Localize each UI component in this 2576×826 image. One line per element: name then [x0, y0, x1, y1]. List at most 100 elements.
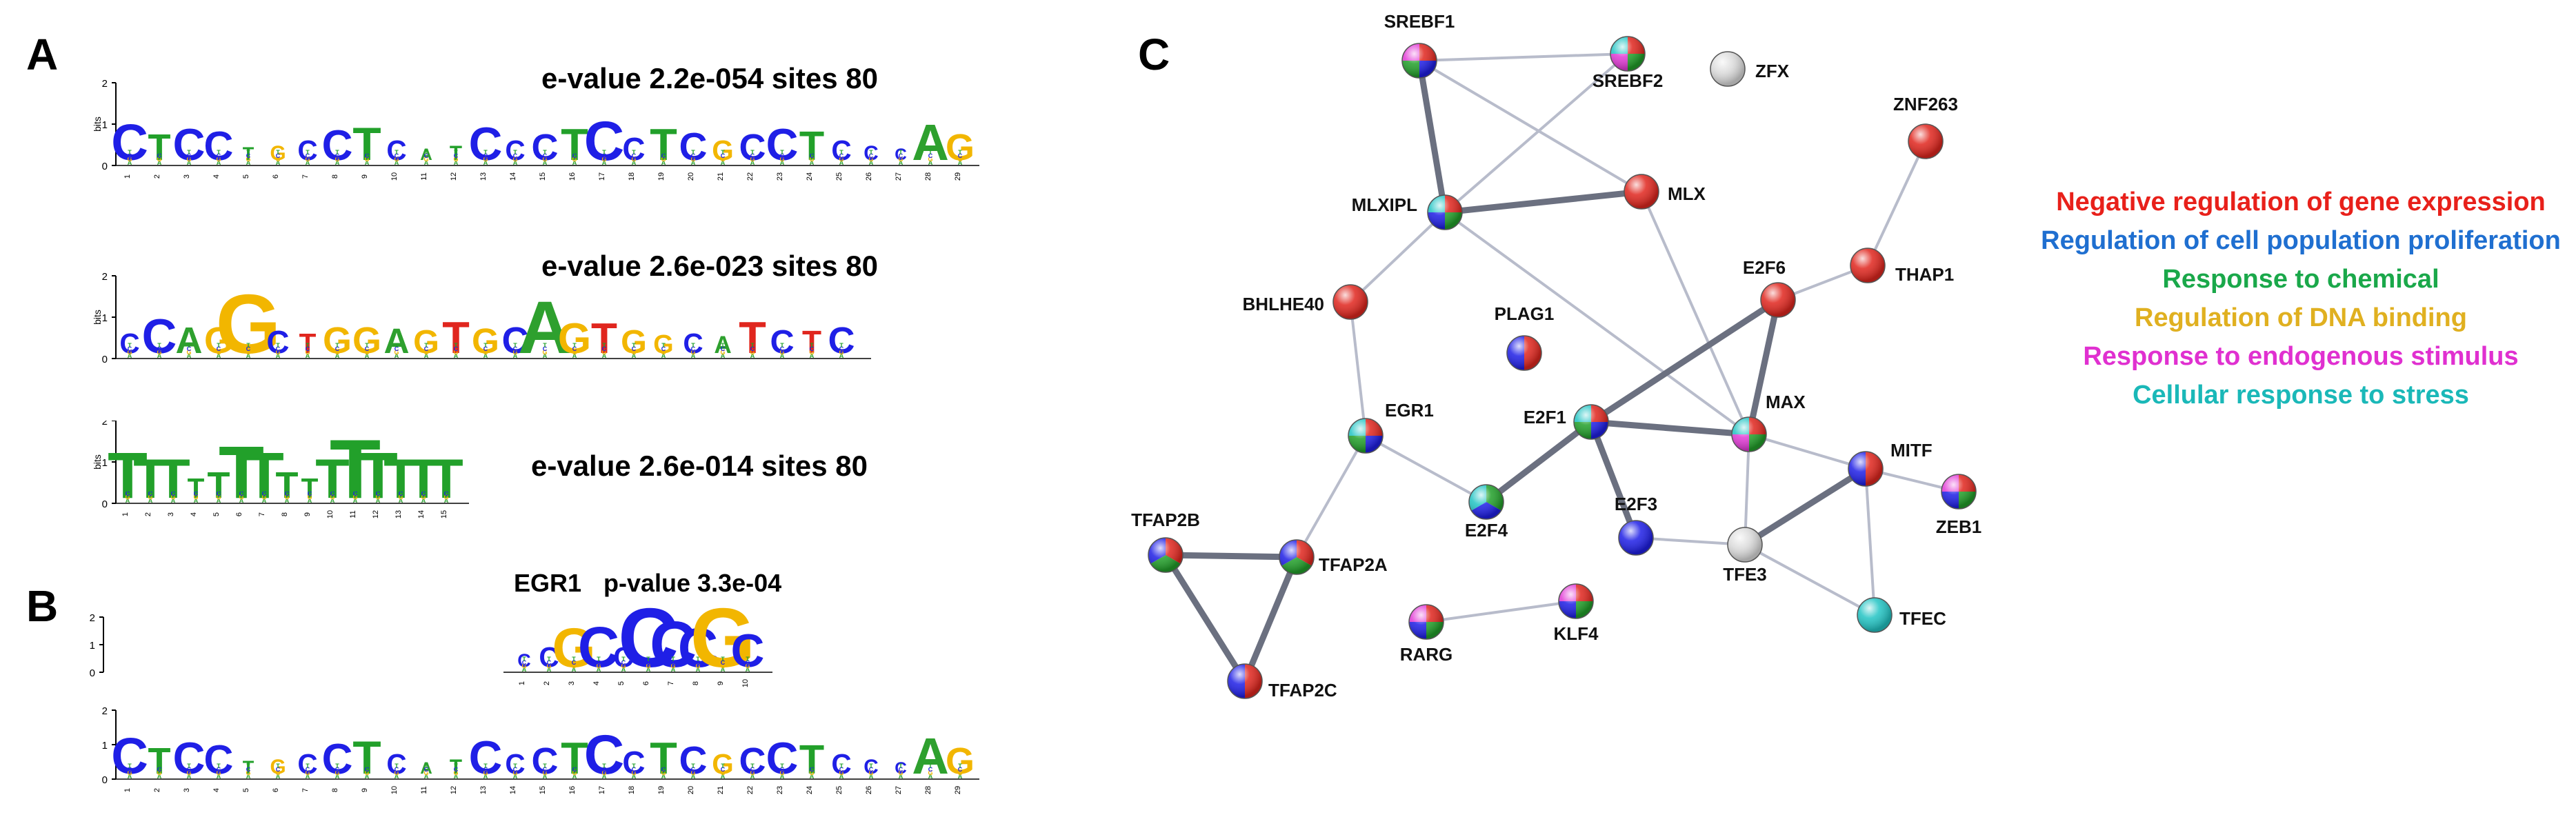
logo-letter: T	[188, 472, 205, 504]
logo-minor-letter: C	[128, 766, 132, 773]
logo-minor-letter: T	[513, 342, 517, 349]
node-label: E2F4	[1465, 520, 1508, 541]
logo-minor-letter: G	[809, 769, 814, 776]
logo-minor-letter: C	[395, 345, 399, 352]
network-node[interactable]	[1227, 663, 1263, 699]
logo-minor-letter: T	[330, 487, 335, 494]
network-node[interactable]	[1408, 604, 1444, 640]
network-node[interactable]	[1908, 123, 1944, 159]
logo-minor-letter: G	[423, 349, 428, 356]
logo-position: 4	[212, 788, 221, 792]
network-node[interactable]	[1731, 416, 1767, 452]
network-node[interactable]	[1332, 284, 1368, 320]
logo-letter: T	[383, 448, 417, 510]
logo-minor-letter: G	[898, 156, 903, 163]
logo-letter: G	[946, 127, 975, 168]
logo-position: 11	[420, 172, 428, 180]
network-node[interactable]	[1558, 583, 1594, 619]
logo-minor-letter: A	[696, 666, 701, 673]
logo-position: 8	[331, 174, 339, 179]
node-outline	[1710, 51, 1746, 87]
logo-minor-letter: C	[148, 490, 153, 497]
logo-minor-letter: G	[571, 663, 576, 669]
logo-minor-letter: T	[869, 149, 873, 156]
logo-minor-letter: T	[157, 342, 161, 349]
logo-minor-letter: C	[187, 345, 192, 352]
logo-minor-letter: G	[483, 156, 488, 163]
logo-minor-letter: T	[157, 149, 161, 156]
logo-minor-letter: A	[780, 773, 785, 780]
network-node[interactable]	[1727, 527, 1763, 563]
network-node[interactable]	[1610, 36, 1646, 72]
logo-letter: C	[739, 127, 766, 168]
logo-minor-letter: G	[720, 156, 725, 163]
logo-minor-letter: C	[602, 345, 607, 352]
logo-position: 12	[450, 786, 458, 794]
logo-minor-letter: G	[868, 769, 873, 776]
network-node[interactable]	[1401, 43, 1437, 79]
logo-tick-label: 2	[102, 271, 108, 283]
logo-letter: G	[653, 330, 673, 359]
logo-letter: G	[712, 134, 734, 166]
logo-minor-letter: G	[661, 349, 666, 356]
network-node[interactable]	[1850, 248, 1886, 283]
network-node[interactable]	[1848, 451, 1884, 487]
network-node[interactable]	[1427, 194, 1463, 230]
logo-minor-letter: C	[671, 659, 676, 666]
logo-minor-letter: A	[632, 773, 637, 780]
logo-letter: G	[558, 315, 591, 363]
network-node[interactable]	[1573, 404, 1609, 440]
logo-minor-letter: C	[276, 152, 281, 159]
logo-minor-letter: A	[306, 773, 310, 780]
logo-minor-letter: G	[601, 349, 606, 356]
logo-minor-letter: C	[661, 152, 666, 159]
logo-position: 3	[183, 788, 191, 792]
logo-letter: C	[297, 134, 317, 166]
logo-minor-letter: C	[365, 345, 370, 352]
logo-minor-letter: C	[454, 766, 459, 773]
logo-minor-letter: G	[193, 494, 198, 501]
network-node[interactable]	[1941, 474, 1977, 510]
network-node[interactable]	[1710, 51, 1746, 87]
logo-letter: G	[270, 142, 286, 165]
logo-minor-letter: G	[216, 156, 221, 163]
logo-minor-letter: G	[661, 156, 666, 163]
network-node[interactable]	[1760, 282, 1796, 318]
logo-position: 10	[390, 786, 399, 794]
logo-minor-letter: T	[721, 656, 725, 663]
network-node[interactable]	[1624, 174, 1659, 210]
logo-minor-letter: C	[572, 152, 577, 159]
logo-minor-letter: T	[128, 342, 132, 349]
logo-minor-letter: T	[899, 763, 903, 769]
network-node[interactable]	[1857, 597, 1893, 633]
network-node[interactable]	[1618, 520, 1654, 556]
logo-minor-letter: T	[543, 763, 547, 769]
node-outline	[1348, 418, 1384, 454]
network-node[interactable]	[1148, 537, 1184, 573]
logo-minor-letter: C	[330, 490, 335, 497]
logo-minor-letter: G	[394, 769, 399, 776]
logo-letter: C	[502, 320, 529, 361]
logo-minor-letter: T	[928, 763, 932, 769]
network-node[interactable]	[1348, 418, 1384, 454]
logo-minor-letter: C	[483, 766, 488, 773]
logo-minor-letter: A	[721, 666, 726, 673]
network-node[interactable]	[1468, 484, 1504, 520]
logo-minor-letter: G	[957, 156, 962, 163]
logo-minor-letter: C	[128, 345, 132, 352]
logo-position: 1	[121, 512, 130, 516]
logo-minor-letter: A	[750, 159, 755, 166]
logo-minor-letter: G	[779, 769, 784, 776]
logo-minor-letter: T	[839, 149, 843, 156]
logo-minor-letter: A	[157, 159, 162, 166]
network-node[interactable]	[1506, 335, 1542, 371]
node-outline	[1558, 583, 1594, 619]
logo-minor-letter: C	[522, 659, 527, 666]
network-node[interactable]	[1279, 539, 1315, 575]
logo-minor-letter: T	[691, 149, 695, 156]
logo-minor-letter: T	[335, 342, 339, 349]
logo-minor-letter: G	[596, 663, 601, 669]
logo-minor-letter: C	[621, 659, 626, 666]
logo-minor-letter: G	[170, 494, 175, 501]
logo-tick-label: 2	[102, 705, 108, 717]
